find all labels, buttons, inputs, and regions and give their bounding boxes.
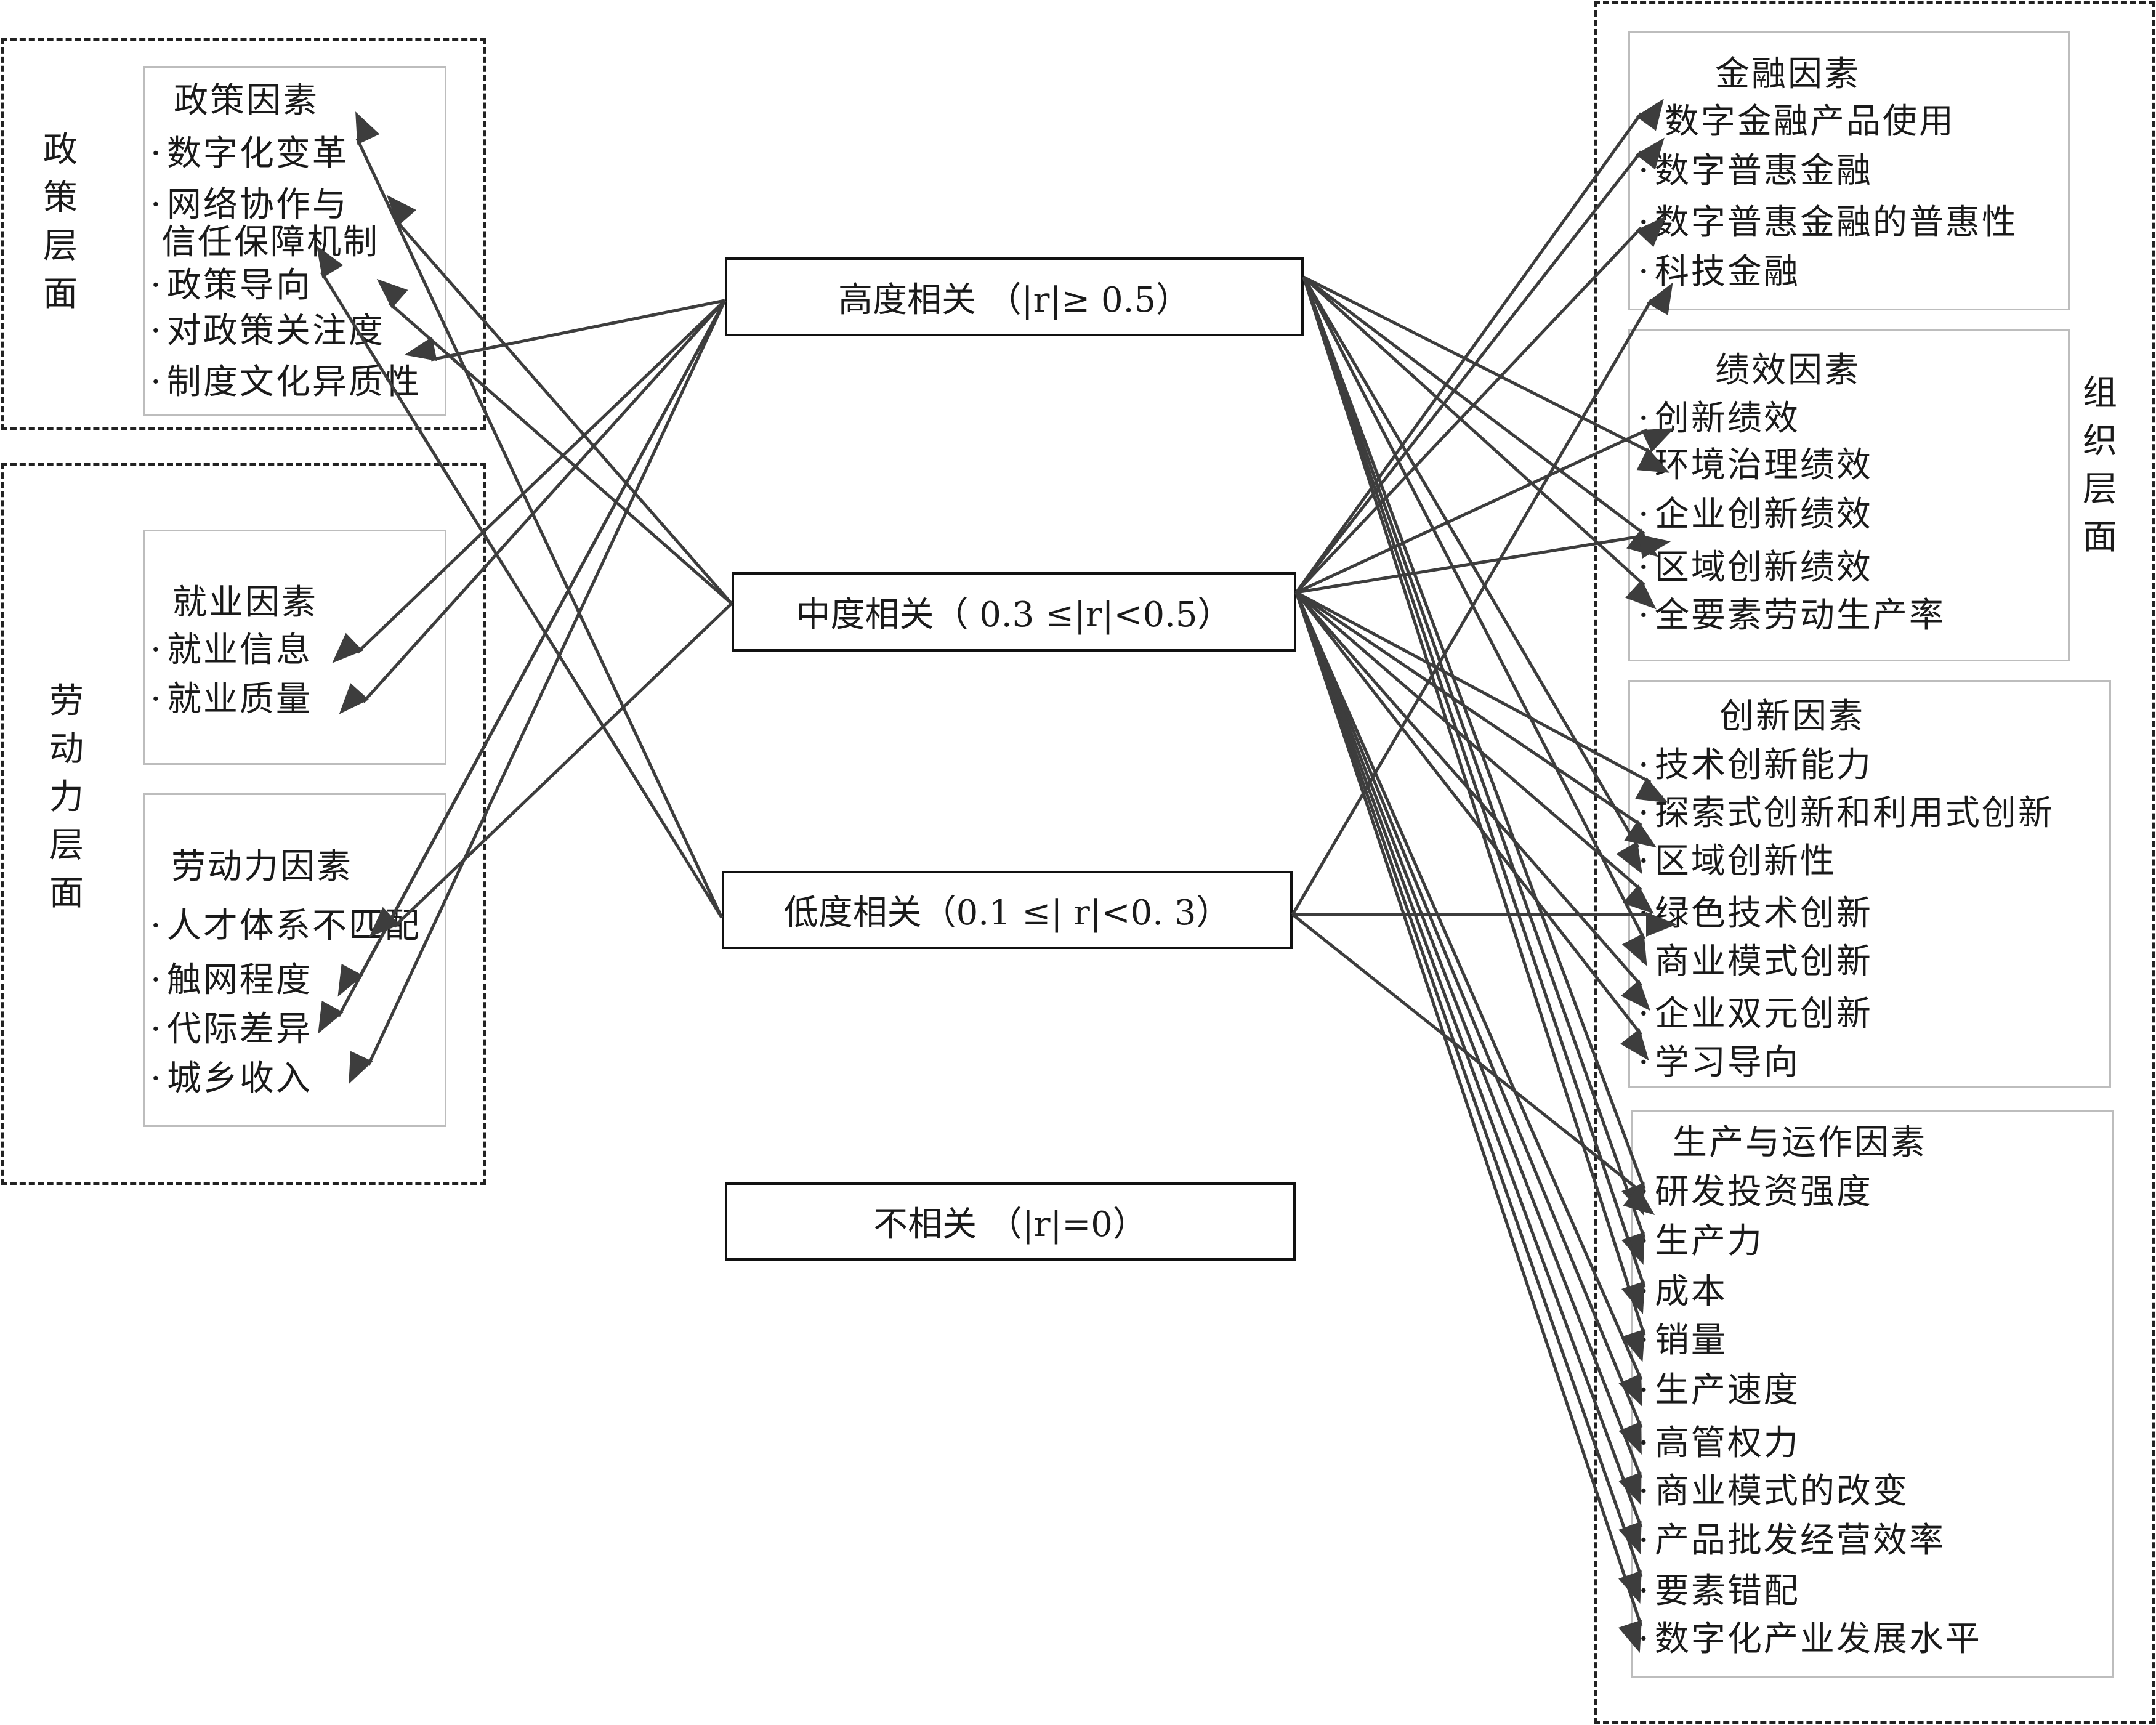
correlation-arrow [1302, 276, 1647, 966]
correlation-arrow [1302, 275, 1670, 473]
finance-factor-title: 金融因素 [1715, 54, 1860, 94]
correlation-arrow [1302, 276, 1657, 610]
correlation-arrow [1294, 99, 1664, 594]
correlation-arrow [387, 195, 733, 605]
correlation-arrow [1291, 282, 1673, 916]
performance-factor-box [1628, 329, 2070, 661]
correlation-arrow [1302, 277, 1646, 1265]
employment-item: ·就业信息 [150, 630, 312, 670]
policy-item: ·数字化变革 [150, 134, 349, 174]
production-item: ·产品批发经营效率 [1638, 1521, 1945, 1561]
correlation-arrow [1295, 591, 1668, 803]
policy-level-frame [1, 38, 486, 430]
correlation-arrow [349, 299, 727, 1085]
correlation-arrow [1295, 591, 1657, 848]
production-item: ·生产速度 [1638, 1370, 1800, 1410]
correlation-arrow [355, 111, 724, 919]
correlation-arrow [1294, 592, 1643, 1555]
policy-factor-title: 政策因素 [174, 81, 319, 121]
policy-item: ·制度文化异质性 [150, 362, 421, 402]
employment-factor-title: 就业因素 [172, 583, 318, 623]
policy-item: ·网络协作与 [150, 185, 349, 225]
performance-factor-title: 绩效因素 [1715, 350, 1860, 390]
high-correlation-box: 高度相关 （|r|≥ 0.5） [725, 257, 1304, 336]
low-correlation-box: 低度相关（0.1 ≤| r|<0. 3） [722, 871, 1293, 949]
policy-item: ·对政策关注度 [150, 311, 385, 351]
correlation-arrow [1296, 534, 1671, 594]
finance-item: ·数字普惠金融 [1638, 151, 1873, 191]
correlation-arrow [1294, 592, 1643, 1653]
finance-item: ·数字普惠金融的普惠性 [1638, 203, 2018, 243]
correlation-arrow [1291, 913, 1655, 1216]
labor-factor-title: 劳动力因素 [171, 847, 353, 887]
correlation-arrow [1295, 591, 1654, 914]
medium-correlation-box: 中度相关（ 0.3 ≤|r|<0.5） [732, 572, 1296, 652]
correlation-arrow [1294, 591, 1643, 1407]
innovation-item: ·商业模式创新 [1638, 942, 1873, 982]
performance-item: ·区域创新绩效 [1638, 547, 1873, 588]
innovation-factor-box [1628, 680, 2111, 1088]
labor-level-label: 劳 动 力 层 面 [49, 681, 84, 913]
correlation-arrow [1294, 592, 1643, 1604]
innovation-item: ·探索式创新和利用式创新 [1638, 793, 2054, 833]
innovation-item: ·学习导向 [1638, 1043, 1800, 1083]
production-item: ·成本 [1638, 1272, 1727, 1312]
correlation-arrow [1295, 591, 1649, 1061]
correlation-arrow [369, 602, 733, 937]
correlation-arrow [316, 245, 724, 919]
correlation-arrow [1302, 277, 1646, 1362]
correlation-arrow [1295, 137, 1665, 594]
innovation-item: ·企业双元创新 [1638, 994, 1873, 1034]
policy-level-label: 政 策 层 面 [43, 130, 78, 314]
performance-item: ·环境治理绩效 [1638, 445, 1873, 485]
correlation-arrow [318, 299, 727, 1034]
labor-factor-box [143, 793, 446, 1127]
correlation-arrow [376, 278, 733, 605]
performance-item: ·企业创新绩效 [1638, 495, 1873, 535]
correlation-arrow [404, 299, 725, 362]
labor-item: ·代际差异 [150, 1009, 312, 1049]
finance-item: ·科技金融 [1638, 252, 1800, 292]
correlation-arrow [1295, 216, 1666, 594]
finance-factor-box [1628, 31, 2070, 310]
correlation-arrow [1302, 277, 1646, 1314]
innovation-factor-title: 创新因素 [1719, 697, 1865, 737]
correlation-arrow [1302, 276, 1642, 875]
no-correlation-box: 不相关 （|r|=0） [725, 1182, 1296, 1261]
production-factor-title: 生产与运作因素 [1673, 1123, 1927, 1163]
correlation-arrow [1294, 592, 1643, 1506]
organization-level-label: 组 织 层 面 [2083, 373, 2117, 557]
employment-item: ·就业质量 [150, 679, 312, 719]
labor-item: ·触网程度 [150, 960, 312, 1000]
correlation-arrow [1302, 277, 1646, 1216]
correlation-arrow [332, 299, 726, 663]
correlation-arrow [1295, 591, 1651, 1011]
labor-item: ·城乡收入 [150, 1059, 312, 1099]
innovation-item: ·区域创新性 [1638, 841, 1836, 881]
policy-item: ·政策导向 [150, 265, 312, 305]
correlation-arrow [1295, 428, 1674, 594]
production-item: ·数字化产业发展水平 [1638, 1619, 1982, 1659]
labor-level-frame [1, 463, 486, 1185]
correlation-arrow [1294, 592, 1643, 1455]
organization-level-frame [1594, 1, 2155, 1724]
innovation-item: ·技术创新能力 [1638, 745, 1873, 785]
employment-factor-box [143, 530, 446, 765]
production-item: ·商业模式的改变 [1638, 1471, 1909, 1511]
correlation-arrow [339, 299, 726, 714]
policy-factor-box [143, 66, 446, 416]
production-item: ·要素错配 [1638, 1571, 1800, 1611]
